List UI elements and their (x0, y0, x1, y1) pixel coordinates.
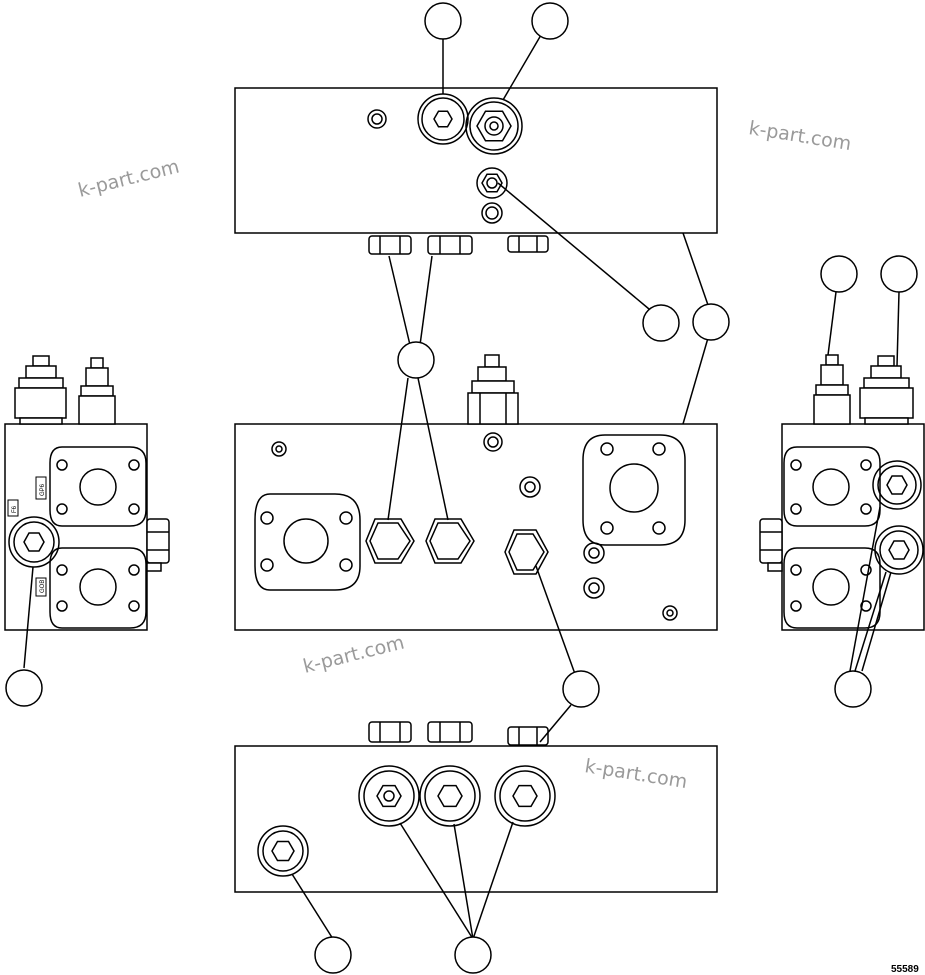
front-hex-plug-1 (365, 518, 415, 564)
right-small-valve (813, 354, 851, 425)
front-hex-plug-2 (425, 518, 475, 564)
right-relief-valve (859, 355, 914, 425)
front-left-flange (254, 493, 361, 591)
left-valve-block (4, 423, 148, 631)
left-relief-valve (14, 355, 67, 425)
bottom-fitting-3 (507, 726, 549, 746)
top-valve-block (234, 87, 718, 234)
callout-bubble (397, 341, 435, 379)
left-upper-flange (49, 446, 147, 527)
top-view (234, 87, 718, 255)
callout-bubble (692, 303, 730, 341)
bottom-valve-block (234, 745, 718, 893)
callout-bubble (820, 255, 858, 293)
left-port-tags (7, 476, 47, 597)
callout-bubble (834, 670, 872, 708)
left-lower-flange (49, 547, 147, 629)
callout-bubbles (5, 2, 918, 974)
right-lower-flange (783, 547, 881, 629)
top-fitting-3 (507, 235, 549, 253)
left-small-port-label: F6 (12, 505, 18, 513)
left-hex-plug (8, 516, 60, 568)
left-side-view: GP6 F6 GOB (4, 355, 170, 631)
top-relief-valve (465, 97, 523, 155)
left-small-valve (78, 357, 116, 425)
bottom-fitting-1 (368, 721, 412, 743)
top-small-plug (367, 109, 387, 129)
leader-lines (23, 34, 900, 940)
top-small-port (481, 202, 503, 224)
front-valve-block (234, 423, 718, 631)
watermark: k-part.com (76, 155, 182, 201)
bottom-plug-4 (257, 825, 309, 877)
right-upper-flange (783, 446, 881, 527)
bottom-plug-2 (419, 765, 481, 827)
callout-bubble (642, 304, 680, 342)
top-fitting-2 (427, 235, 473, 255)
left-bottom-port-label: GOB (40, 580, 46, 593)
front-hex-plug-3 (504, 529, 549, 575)
callout-bubble (5, 669, 43, 707)
right-hex-plug-1 (872, 460, 922, 510)
bottom-plug-1 (358, 765, 420, 827)
front-view (234, 354, 718, 631)
top-small-valve (476, 167, 508, 199)
right-valve-block (781, 423, 925, 631)
callout-bubble (880, 255, 918, 293)
callout-bubble (424, 2, 462, 40)
bottom-plug-3 (494, 765, 556, 827)
left-side-fitting (146, 518, 170, 572)
watermark: k-part.com (301, 631, 407, 677)
callout-bubble (314, 936, 352, 974)
front-small-ports (271, 432, 678, 621)
left-top-port-label: GP6 (40, 483, 46, 496)
right-side-view (759, 354, 925, 631)
top-fitting-1 (368, 235, 412, 255)
bottom-view (234, 721, 718, 893)
bottom-fitting-2 (427, 721, 473, 743)
watermark: k-part.com (747, 117, 853, 155)
figure-number: 55589 (891, 964, 919, 975)
right-hex-plug-2 (874, 525, 924, 575)
front-right-flange (582, 434, 686, 546)
right-side-fitting (759, 518, 783, 572)
front-cartridge-valve (467, 354, 519, 425)
callout-bubble (531, 2, 569, 40)
callout-bubble (562, 670, 600, 708)
callout-bubble (454, 936, 492, 974)
